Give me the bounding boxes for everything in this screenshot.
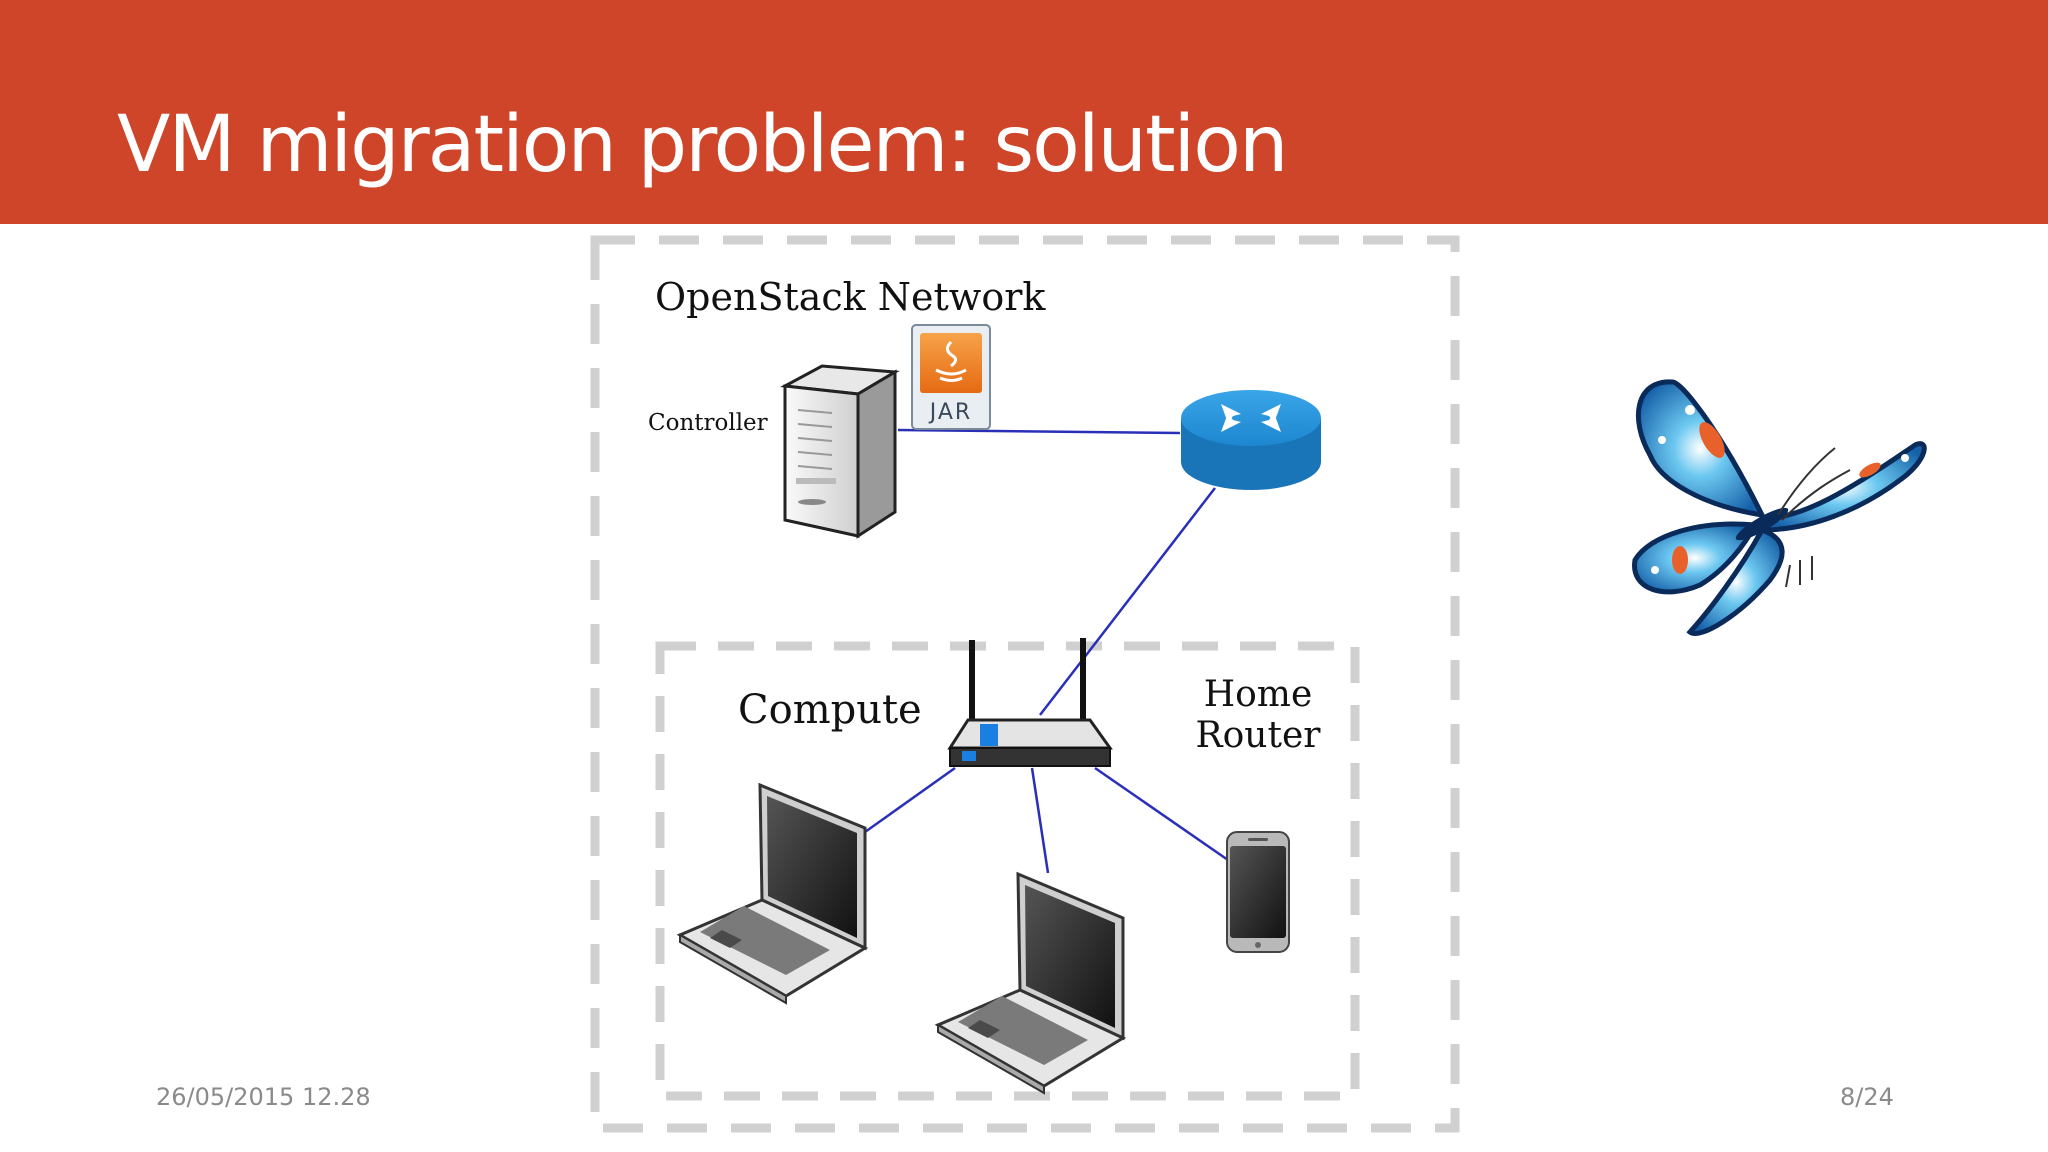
- link-home-router-laptop1: [864, 766, 956, 834]
- jar-file-icon: JAR: [911, 324, 991, 430]
- slide-page-number: 8/24: [1840, 1083, 1894, 1111]
- laptop-icon: [676, 782, 869, 1005]
- home-router-label-line2: Router: [1196, 715, 1322, 756]
- home-network-boundary: [655, 641, 1360, 1101]
- link-home-router-phone: [1094, 766, 1229, 862]
- link-router-home-router: [1039, 487, 1216, 716]
- smartphone-icon: [1226, 831, 1290, 953]
- link-controller-router: [897, 428, 1181, 435]
- controller-label: Controller: [648, 410, 768, 436]
- slide-date: 26/05/2015 12.28: [156, 1083, 371, 1111]
- link-home-router-laptop2: [1030, 767, 1050, 874]
- wifi-router-icon: [947, 638, 1113, 767]
- openstack-network-label: OpenStack Network: [655, 275, 1046, 319]
- network-links: [864, 428, 1229, 874]
- home-router-label-line1: Home: [1204, 674, 1313, 715]
- jar-label: JAR: [928, 400, 972, 425]
- slide-title: VM migration problem: solution: [117, 100, 1288, 190]
- laptop-icon: [934, 871, 1127, 1095]
- openstack-network-boundary: [590, 235, 1460, 1133]
- compute-label: Compute: [738, 687, 922, 733]
- router-icon: [1181, 390, 1321, 490]
- title-bar: VM migration problem: solution: [0, 0, 2048, 224]
- butterfly-image: [1632, 379, 1927, 636]
- server-icon: [780, 364, 900, 539]
